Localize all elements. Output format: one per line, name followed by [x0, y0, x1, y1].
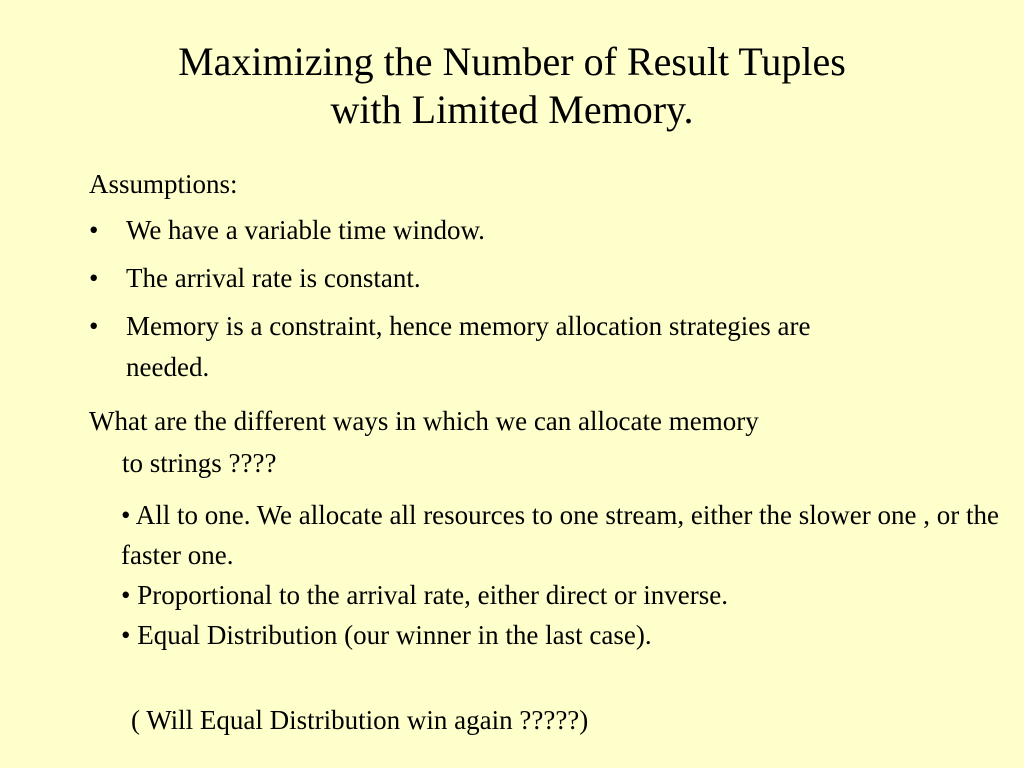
assumption-text: We have a variable time window.: [126, 215, 485, 245]
assumption-text: Memory is a constraint, hence memory all…: [126, 311, 811, 382]
allocation-question: What are the different ways in which we …: [89, 400, 969, 484]
assumption-item: • The arrival rate is constant.: [89, 258, 846, 299]
bullet-icon: •: [89, 263, 99, 293]
closing-question: ( Will Equal Distribution win again ????…: [131, 705, 589, 735]
strategy-item: • All to one. We allocate all resources …: [121, 500, 999, 570]
question-line-1: What are the different ways in which we …: [89, 406, 759, 436]
title-line-2: with Limited Memory.: [330, 87, 694, 132]
assumptions-heading: Assumptions:: [89, 169, 238, 199]
bullet-icon: •: [89, 311, 99, 341]
bullet-icon: •: [89, 215, 99, 245]
assumption-item: • We have a variable time window.: [89, 210, 846, 251]
strategies-list: • All to one. We allocate all resources …: [121, 495, 1001, 655]
assumption-item: • Memory is a constraint, hence memory a…: [89, 306, 826, 388]
strategy-item: • Proportional to the arrival rate, eith…: [121, 580, 728, 610]
question-line-2: to strings ????: [122, 448, 277, 478]
title-line-1: Maximizing the Number of Result Tuples: [178, 39, 846, 84]
assumptions-list: • We have a variable time window. • The …: [89, 210, 846, 395]
strategy-item: • Equal Distribution (our winner in the …: [121, 620, 652, 650]
slide-title: Maximizing the Number of Result Tuples w…: [0, 38, 1024, 134]
assumption-text: The arrival rate is constant.: [126, 263, 421, 293]
